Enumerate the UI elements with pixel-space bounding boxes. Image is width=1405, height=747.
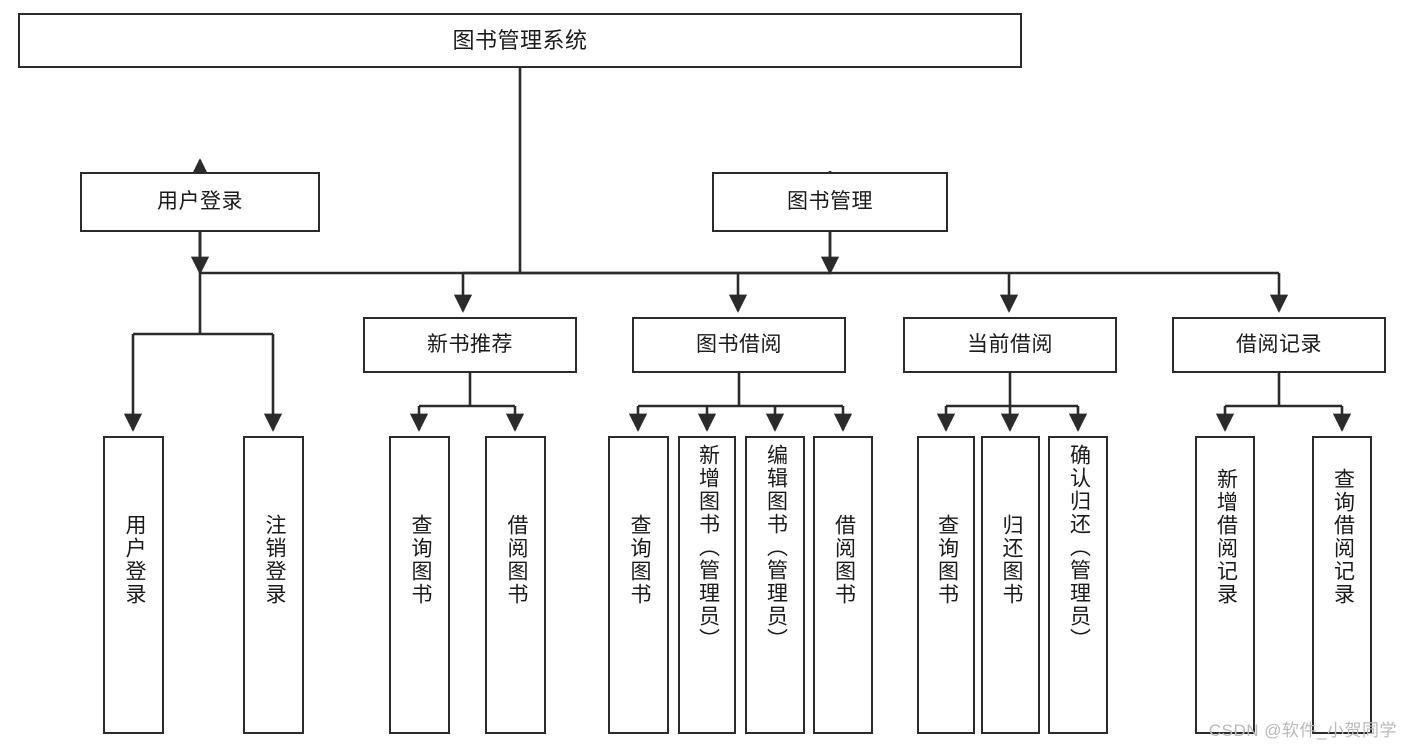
node-leaf-user-login-label: 用户登录 bbox=[122, 514, 146, 606]
node-leaf-query-book-1-label: 查询图书 bbox=[408, 514, 432, 606]
node-leaf-query-book-3-label: 查询图书 bbox=[935, 514, 959, 606]
watermark: CSDN @软件_小贺同学 bbox=[1208, 721, 1397, 740]
node-leaf-query-record-label: 查询借阅记录 bbox=[1331, 468, 1355, 606]
edge-group-book-borrow bbox=[628, 373, 853, 432]
node-leaf-user-logout-label: 注销登录 bbox=[262, 514, 286, 606]
node-leaf-query-book-3[interactable]: 查询图书 bbox=[917, 436, 975, 734]
node-leaf-borrow-book-2-label: 借阅图书 bbox=[832, 514, 856, 606]
edge-group-user-login bbox=[123, 232, 283, 432]
node-leaf-borrow-book-2[interactable]: 借阅图书 bbox=[813, 436, 873, 734]
node-leaf-edit-book[interactable]: 编辑图书（管理员） bbox=[745, 436, 805, 734]
node-current-borrow[interactable]: 当前借阅 bbox=[903, 317, 1117, 373]
node-leaf-return-book[interactable]: 归还图书 bbox=[981, 436, 1040, 734]
node-new-book-recommend[interactable]: 新书推荐 bbox=[363, 317, 577, 373]
node-leaf-add-book[interactable]: 新增图书（管理员） bbox=[678, 436, 736, 734]
node-leaf-user-login[interactable]: 用户登录 bbox=[103, 436, 164, 734]
node-book-manage[interactable]: 图书管理 bbox=[712, 172, 948, 232]
node-leaf-query-book-2[interactable]: 查询图书 bbox=[608, 436, 669, 734]
edge-group-current-borrow bbox=[936, 373, 1088, 432]
node-leaf-borrow-book-1-label: 借阅图书 bbox=[504, 514, 528, 606]
node-leaf-return-book-label: 归还图书 bbox=[999, 514, 1023, 606]
node-leaf-edit-book-label: 编辑图书（管理员） bbox=[764, 444, 788, 651]
node-user-login-label: 用户登录 bbox=[157, 189, 243, 213]
node-leaf-query-book-1[interactable]: 查询图书 bbox=[389, 436, 450, 734]
node-user-login[interactable]: 用户登录 bbox=[80, 172, 320, 232]
node-current-borrow-label: 当前借阅 bbox=[967, 332, 1053, 356]
edge-group-borrow-record bbox=[1215, 373, 1352, 432]
node-root[interactable]: 图书管理系统 bbox=[18, 13, 1022, 68]
node-leaf-confirm-return[interactable]: 确认归还（管理员） bbox=[1048, 436, 1108, 734]
node-leaf-borrow-book-1[interactable]: 借阅图书 bbox=[485, 436, 546, 734]
node-book-manage-label: 图书管理 bbox=[787, 189, 873, 213]
edge-group-book-manage bbox=[453, 232, 1289, 313]
node-leaf-add-record-label: 新增借阅记录 bbox=[1214, 468, 1238, 606]
node-borrow-record-label: 借阅记录 bbox=[1236, 332, 1322, 356]
node-leaf-add-book-label: 新增图书（管理员） bbox=[696, 444, 720, 651]
node-leaf-add-record[interactable]: 新增借阅记录 bbox=[1195, 436, 1255, 734]
edge-group-root bbox=[190, 68, 830, 275]
node-book-borrow-label: 图书借阅 bbox=[696, 332, 782, 356]
node-new-book-recommend-label: 新书推荐 bbox=[427, 332, 513, 356]
node-root-label: 图书管理系统 bbox=[452, 27, 588, 53]
node-leaf-query-record[interactable]: 查询借阅记录 bbox=[1312, 436, 1372, 734]
edge-group-new-book-recommend bbox=[409, 373, 525, 432]
node-leaf-confirm-return-label: 确认归还（管理员） bbox=[1067, 444, 1091, 651]
node-book-borrow[interactable]: 图书借阅 bbox=[632, 317, 846, 373]
node-leaf-user-logout[interactable]: 注销登录 bbox=[243, 436, 304, 734]
node-leaf-query-book-2-label: 查询图书 bbox=[627, 514, 651, 606]
node-borrow-record[interactable]: 借阅记录 bbox=[1172, 317, 1386, 373]
